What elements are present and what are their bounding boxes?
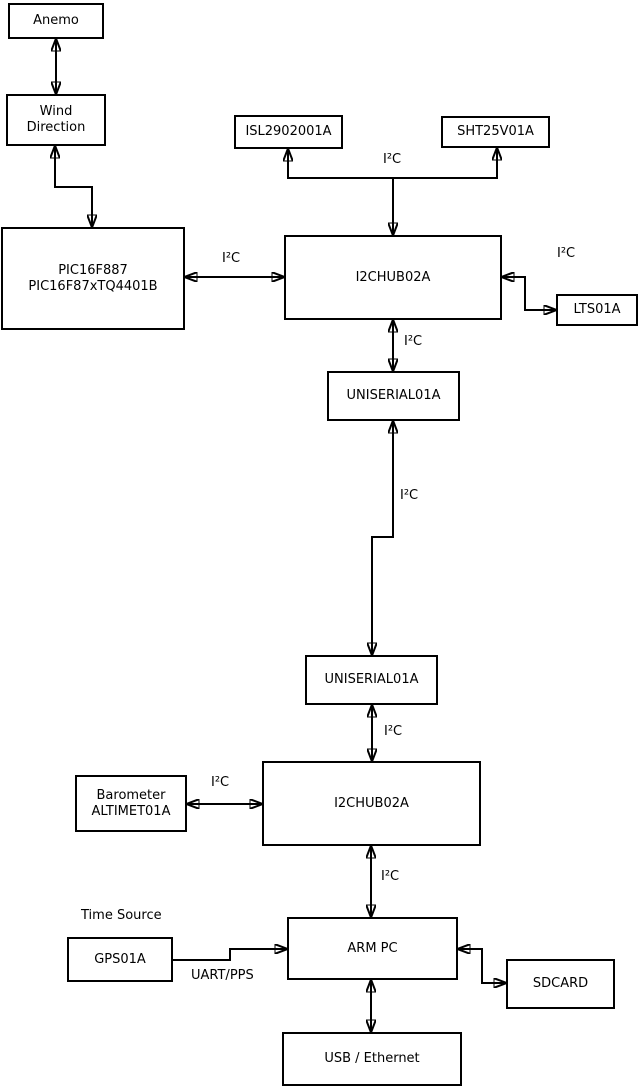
node-uniserial01a-lower: UNISERIAL01A bbox=[305, 655, 438, 705]
node-gps01a-label: GPS01A bbox=[94, 951, 146, 967]
node-pic16f887-label: PIC16F887 PIC16F87xTQ4401B bbox=[28, 262, 158, 294]
node-uniserial01a-upper-label: UNISERIAL01A bbox=[346, 388, 441, 403]
edge-hub1-lts bbox=[502, 277, 556, 310]
node-sht25v01a: SHT25V01A bbox=[441, 116, 550, 148]
label-i2c-uniserial2-hub2: I²C bbox=[384, 724, 403, 739]
label-i2c-hub2-armpc: I²C bbox=[381, 869, 400, 884]
node-sdcard-label: SDCARD bbox=[532, 976, 589, 991]
label-uart-pps: UART/PPS bbox=[191, 968, 254, 983]
node-uniserial01a-upper: UNISERIAL01A bbox=[327, 371, 460, 421]
node-barometer-altimet01a-label: Barometer ALTIMET01A bbox=[91, 787, 171, 819]
node-isl2902001a-label: ISL2902001A bbox=[245, 124, 332, 139]
node-barometer-altimet01a: Barometer ALTIMET01A bbox=[75, 775, 187, 832]
edge-uniserial1-uniserial2 bbox=[372, 421, 393, 655]
node-lts01a: LTS01A bbox=[556, 294, 638, 326]
node-i2chub02a-upper: I2CHUB02A bbox=[284, 235, 502, 320]
node-lts01a-label: LTS01A bbox=[573, 302, 621, 317]
node-usb-ethernet: USB / Ethernet bbox=[282, 1032, 462, 1086]
edge-winddirection-pic bbox=[55, 146, 92, 227]
node-i2chub02a-lower-label: I2CHUB02A bbox=[334, 795, 409, 811]
node-wind-direction: Wind Direction bbox=[6, 94, 106, 146]
edge-gps-armpc bbox=[173, 949, 287, 961]
edge-armpc-sdcard bbox=[458, 949, 506, 983]
node-usb-ethernet-label: USB / Ethernet bbox=[324, 1051, 420, 1066]
label-i2c-sensors-bus: I²C bbox=[383, 152, 402, 167]
node-wind-direction-label: Wind Direction bbox=[26, 104, 86, 135]
label-i2c-pic-hub1: I²C bbox=[222, 251, 241, 266]
node-isl2902001a: ISL2902001A bbox=[234, 115, 343, 149]
node-uniserial01a-lower-label: UNISERIAL01A bbox=[324, 672, 419, 687]
node-anemo: Anemo bbox=[8, 3, 104, 39]
node-gps01a: GPS01A bbox=[67, 937, 173, 982]
label-i2c-hub1-uniserial1: I²C bbox=[404, 334, 423, 349]
label-i2c-uniserial1-uniserial2: I²C bbox=[400, 488, 419, 503]
node-sht25v01a-label: SHT25V01A bbox=[457, 124, 534, 139]
label-i2c-barometer-hub2: I²C bbox=[211, 775, 230, 790]
node-i2chub02a-lower: I2CHUB02A bbox=[262, 761, 481, 846]
node-i2chub02a-upper-label: I2CHUB02A bbox=[355, 269, 431, 285]
label-time-source: Time Source bbox=[81, 908, 162, 923]
node-anemo-label: Anemo bbox=[33, 13, 79, 28]
node-arm-pc: ARM PC bbox=[287, 917, 458, 980]
node-sdcard: SDCARD bbox=[506, 959, 615, 1009]
node-pic16f887: PIC16F887 PIC16F87xTQ4401B bbox=[1, 227, 185, 330]
label-i2c-hub1-lts: I²C bbox=[557, 246, 576, 261]
node-arm-pc-label: ARM PC bbox=[347, 940, 398, 956]
